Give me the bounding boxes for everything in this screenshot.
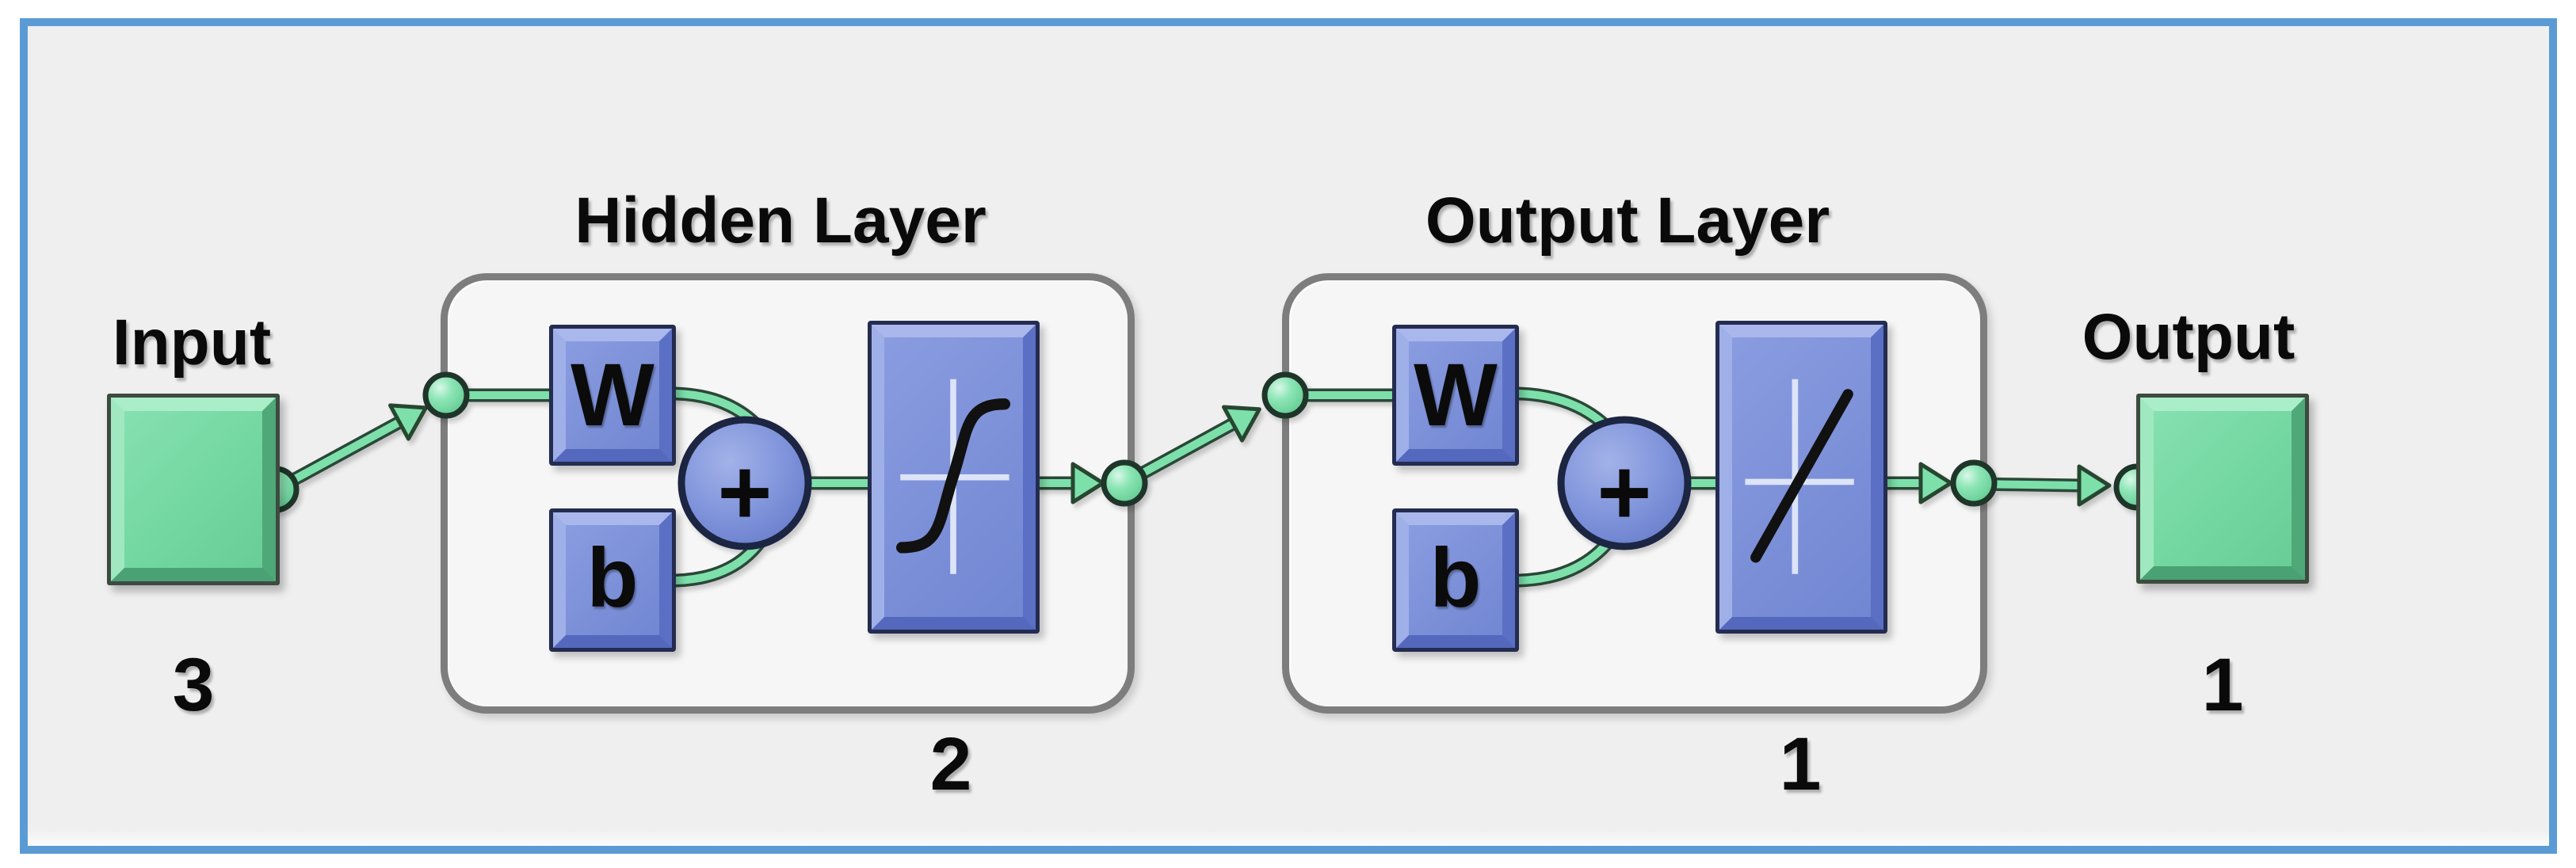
output-block-bevel xyxy=(2140,398,2305,580)
output-layer-size-label: 1 xyxy=(1779,722,1822,806)
output-bias-block: b xyxy=(1392,508,1519,652)
output-sum-node: + xyxy=(1557,416,1692,550)
output-weight-label: W xyxy=(1414,345,1498,444)
input-block xyxy=(107,394,280,585)
output-activation-block xyxy=(1715,321,1887,634)
hidden-sum-node: + xyxy=(677,416,812,550)
hidden-activation-block xyxy=(868,321,1040,634)
arrowhead-icon xyxy=(1223,393,1268,440)
hidden-entry-node xyxy=(422,371,470,419)
output-size-label: 1 xyxy=(2201,643,2244,727)
hidden-weight-label: W xyxy=(571,345,654,444)
purelin-icon xyxy=(1745,379,1854,574)
tansig-icon xyxy=(895,379,1011,574)
hidden-bias-bevel xyxy=(553,512,672,648)
hidden-weight-block: W xyxy=(549,325,676,466)
hidden-weight-bevel xyxy=(553,329,672,462)
hidden-layer-size-label: 2 xyxy=(929,722,972,806)
hidden-bias-label: b xyxy=(586,531,639,625)
output-entry-node xyxy=(1261,371,1309,419)
panel-bottom-highlight xyxy=(28,830,2549,846)
output-weight-block: W xyxy=(1392,325,1519,466)
input-block-bevel xyxy=(111,398,276,581)
input-size-label: 3 xyxy=(172,643,215,727)
arrowhead-icon xyxy=(2079,466,2109,504)
hidden-layer-title: Hidden Layer xyxy=(574,185,987,257)
output-label: Output xyxy=(2082,301,2296,373)
arrowhead-icon xyxy=(1921,464,1951,502)
output-weight-bevel xyxy=(1396,329,1515,462)
hidden-exit-node xyxy=(1101,459,1148,507)
output-bias-bevel xyxy=(1396,512,1515,648)
output-exit-node xyxy=(1950,459,1998,507)
hidden-sum-label: + xyxy=(718,440,773,545)
arrowhead-icon xyxy=(1073,464,1103,502)
output-block xyxy=(2136,394,2309,584)
output-bias-label: b xyxy=(1429,531,1482,625)
hidden-bias-block: b xyxy=(549,508,676,652)
input-label: Input xyxy=(112,306,272,379)
output-sum-label: + xyxy=(1597,440,1652,545)
output-layer-title: Output Layer xyxy=(1425,185,1830,257)
